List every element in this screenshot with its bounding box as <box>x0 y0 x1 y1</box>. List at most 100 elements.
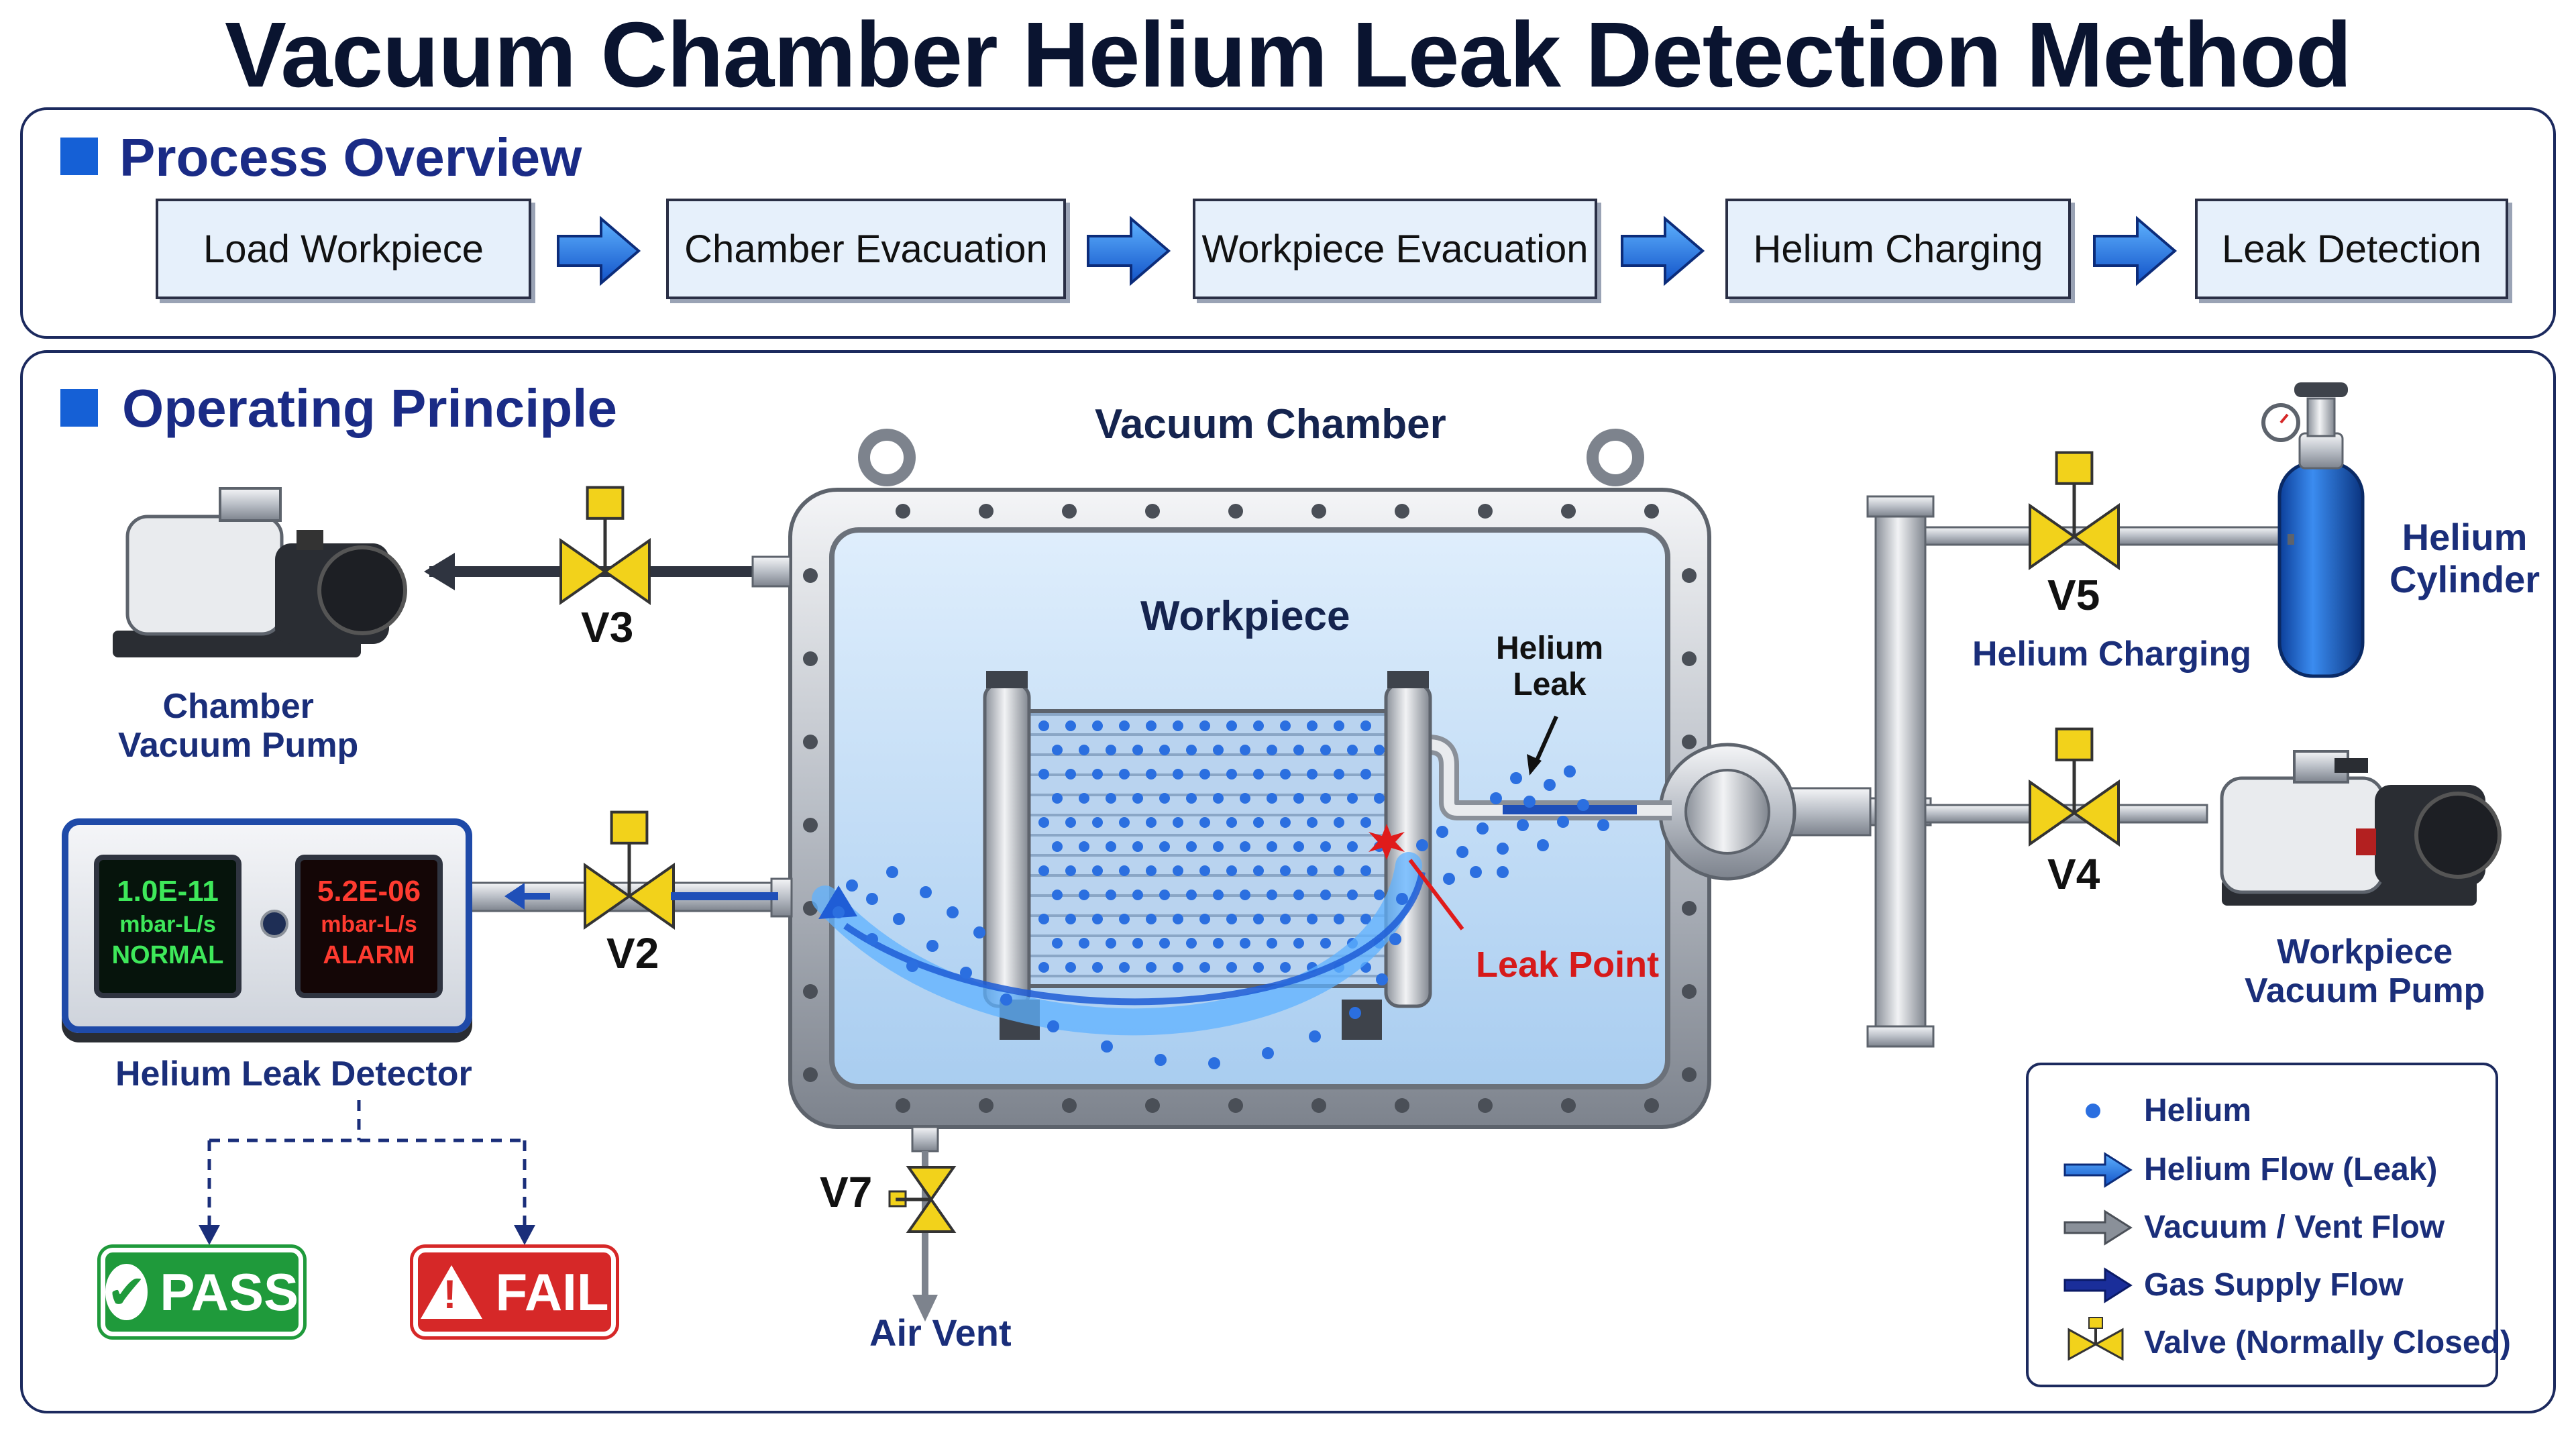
bolt-icon <box>1145 1098 1160 1113</box>
helium-dot <box>1280 769 1291 780</box>
vacuum-flow-arrow-icon <box>424 553 455 590</box>
valve-icons <box>559 451 2120 1233</box>
helium-dot <box>1146 817 1157 828</box>
helium-dot <box>1267 745 1277 755</box>
helium-dot <box>1347 841 1358 852</box>
helium-dot <box>906 960 918 972</box>
check-icon: ✔ <box>105 1264 148 1320</box>
bolt-icon <box>1478 1098 1493 1113</box>
helium-dot <box>1280 817 1291 828</box>
helium-dot <box>1119 914 1130 924</box>
detector-readout-alarm: 5.2E-06 mbar-L/s ALARM <box>295 855 443 998</box>
valve-v3-label: V3 <box>581 603 634 651</box>
helium-dot <box>1280 914 1291 924</box>
helium-dot <box>1047 1020 1059 1032</box>
helium-dot <box>1065 962 1076 973</box>
helium-dot <box>1065 817 1076 828</box>
helium-dot <box>1320 793 1331 804</box>
helium-leak-label: Helium Leak <box>1496 631 1604 702</box>
helium-dot <box>1052 745 1063 755</box>
helium-dot <box>1497 843 1509 855</box>
step-workpiece-evacuation: Workpiece Evacuation <box>1193 199 1597 299</box>
helium-dot <box>1510 772 1522 784</box>
helium-dot <box>1038 817 1049 828</box>
helium-dot <box>1334 720 1344 731</box>
helium-dot <box>1092 817 1103 828</box>
helium-dot <box>1253 720 1264 731</box>
helium-dot <box>1360 914 1371 924</box>
leak-point-star-icon <box>1368 824 1405 860</box>
helium-dot <box>1079 938 1089 949</box>
workpiece-heat-exchanger <box>983 671 1432 1040</box>
bolt-icon <box>1644 1098 1659 1113</box>
workpiece-vacuum-pump-label: Workpiece Vacuum Pump <box>2245 932 2485 1011</box>
helium-dot <box>1155 1054 1167 1066</box>
section-marker-icon <box>60 138 98 175</box>
readout-alarm-unit: mbar-L/s <box>321 912 417 937</box>
helium-dot <box>1199 914 1210 924</box>
bolt-icon <box>803 984 818 999</box>
helium-dot <box>1280 962 1291 973</box>
helium-dot <box>1199 817 1210 828</box>
page-title: Vacuum Chamber Helium Leak Detection Met… <box>224 3 2352 107</box>
helium-dot <box>1360 817 1371 828</box>
helium-dot <box>1132 890 1143 900</box>
helium-dot <box>1226 865 1237 876</box>
helium-dot <box>1052 890 1063 900</box>
helium-dot <box>1523 796 1536 808</box>
helium-dot <box>1159 745 1170 755</box>
step-chamber-evacuation: Chamber Evacuation <box>666 199 1066 299</box>
helium-dot <box>1267 890 1277 900</box>
legend-symbols <box>2063 1104 2133 1361</box>
helium-dot <box>1320 745 1331 755</box>
helium-dot <box>1106 841 1116 852</box>
helium-dot <box>1517 819 1529 831</box>
helium-dot <box>1079 890 1089 900</box>
helium-dot <box>893 913 905 925</box>
helium-dot <box>1186 841 1197 852</box>
helium-dot <box>1092 720 1103 731</box>
helium-dot <box>1293 793 1304 804</box>
helium-dot <box>1106 938 1116 949</box>
helium-dot <box>1307 720 1318 731</box>
helium-dot <box>1267 841 1277 852</box>
helium-dot <box>1106 890 1116 900</box>
bolt-icon <box>803 818 818 833</box>
bolt-icon <box>1395 1098 1409 1113</box>
detector-readout-normal: 1.0E-11 mbar-L/s NORMAL <box>94 855 241 998</box>
helium-dot <box>833 906 845 918</box>
readout-normal-status: NORMAL <box>111 941 224 969</box>
bolt-icon <box>803 568 818 583</box>
bolt-icon <box>979 1098 994 1113</box>
pass-badge: ✔ PASS <box>101 1248 303 1336</box>
helium-dot <box>1280 865 1291 876</box>
helium-dot <box>1079 745 1089 755</box>
section-marker-icon <box>60 389 98 427</box>
legend-label-vacuum-vent: Vacuum / Vent Flow <box>2144 1210 2445 1245</box>
process-overview-heading: Process Overview <box>119 127 582 187</box>
bolt-icon <box>896 504 910 519</box>
vacuum-chamber-label: Vacuum Chamber <box>1095 401 1446 447</box>
operating-principle-heading: Operating Principle <box>122 378 617 438</box>
helium-dot <box>1347 890 1358 900</box>
helium-dot <box>1092 769 1103 780</box>
helium-dot <box>1173 865 1183 876</box>
helium-dot <box>1307 865 1318 876</box>
helium-dot <box>1186 890 1197 900</box>
helium-dot <box>1360 865 1371 876</box>
helium-dot <box>1309 1030 1321 1042</box>
helium-dot <box>973 926 985 938</box>
bolt-icon <box>1561 1098 1576 1113</box>
helium-dot <box>1360 720 1371 731</box>
helium-dot <box>1213 890 1224 900</box>
detector-indicator-icon <box>260 910 288 938</box>
workpiece-label: Workpiece <box>1140 593 1350 639</box>
helium-dot <box>1360 769 1371 780</box>
helium-dot <box>1119 720 1130 731</box>
helium-dot <box>1146 962 1157 973</box>
helium-dot <box>1226 720 1237 731</box>
valve-icon <box>559 486 651 606</box>
helium-dot <box>1208 1057 1220 1069</box>
bolt-icon <box>803 1067 818 1082</box>
leak-point-label: Leak Point <box>1476 945 1660 985</box>
